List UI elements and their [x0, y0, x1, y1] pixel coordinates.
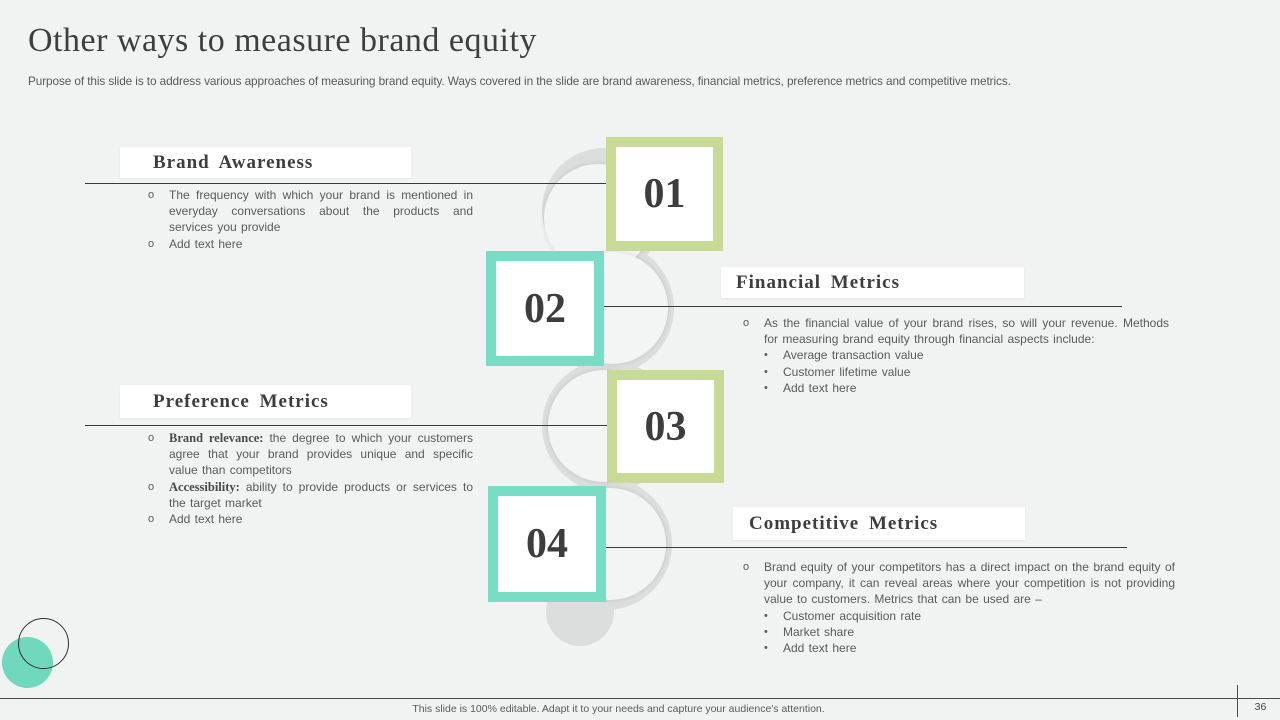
section-bullets-competitive-metrics: o Brand equity of your competitors has a… [743, 559, 1175, 656]
bullet-item: o Brand relevance: the degree to which y… [148, 430, 473, 479]
section-bullets-brand-awareness: o The frequency with which your brand is… [148, 187, 473, 252]
section-title-preference-metrics: Preference Metrics [120, 385, 411, 418]
section-title-brand-awareness: Brand Awareness [120, 147, 411, 178]
footer-divider-line [0, 698, 1280, 700]
sub-bullet-text: Add text here [783, 380, 857, 395]
sub-bullet-item: • Add text here [764, 380, 1169, 396]
bullet-marker: o [148, 189, 155, 201]
bullet-text: Add text here [169, 512, 243, 527]
section-title-label: Brand Awareness [153, 151, 314, 173]
sub-bullet-item: • Average transaction value [764, 347, 1169, 363]
bullet-text: As the financial value of your brand ris… [764, 316, 1169, 347]
page-number: 36 [1254, 701, 1267, 713]
bullet-marker: o [148, 513, 155, 526]
step-number-04: 04 [526, 521, 568, 567]
connector-line-brand-awareness [85, 183, 606, 185]
footer-vertical-divider [1237, 685, 1239, 717]
connector-line-preference-metrics [85, 425, 607, 427]
bullet-marker: o [743, 317, 750, 329]
bullet-marker: o [148, 480, 155, 493]
sub-bullet-item: • Customer lifetime value [764, 364, 1169, 380]
section-bullets-preference-metrics: o Brand relevance: the degree to which y… [148, 430, 473, 527]
sub-bullet-marker: • [764, 625, 768, 638]
sub-bullet-item: • Market share [764, 624, 1175, 640]
connector-line-financial-metrics [603, 306, 1122, 308]
section-title-label: Preference Metrics [153, 390, 329, 412]
bullet-item: o The frequency with which your brand is… [148, 187, 473, 236]
bullet-text: Add text here [169, 236, 243, 251]
step-box-03: 03 [607, 370, 724, 483]
sub-bullet-text: Customer lifetime value [783, 364, 911, 379]
bullet-text: Accessibility: ability to provide produc… [169, 479, 473, 510]
section-bullets-financial-metrics: o As the financial value of your brand r… [743, 315, 1169, 396]
sub-bullet-marker: • [764, 642, 768, 655]
sub-bullet-item: • Add text here [764, 640, 1175, 656]
bullet-lead: Accessibility: [169, 479, 240, 494]
bullet-item: o Add text here [148, 511, 473, 527]
decor-outline-circle [18, 618, 69, 669]
sub-bullet-text: Add text here [783, 641, 857, 656]
step-number-02: 02 [524, 285, 566, 332]
bullet-marker: o [148, 237, 155, 250]
step-number-03: 03 [644, 403, 687, 450]
connector-line-competitive-metrics [605, 547, 1127, 549]
sub-bullet-marker: • [764, 609, 768, 622]
bullet-marker: o [148, 432, 155, 444]
section-title-financial-metrics: Financial Metrics [721, 267, 1024, 298]
footer-note: This slide is 100% editable. Adapt it to… [412, 703, 825, 715]
bullet-text: Brand equity of your competitors has a d… [764, 560, 1175, 607]
bullet-item: o Accessibility: ability to provide prod… [148, 479, 473, 511]
bullet-text: Brand relevance: the degree to which you… [169, 431, 473, 478]
section-title-competitive-metrics: Competitive Metrics [733, 507, 1025, 540]
slide-title: Other ways to measure brand equity [28, 22, 537, 59]
bullet-text: The frequency with which your brand is m… [169, 188, 473, 235]
sub-bullet-text: Market share [783, 624, 855, 639]
step-box-04: 04 [488, 486, 606, 602]
sub-bullet-item: • Customer acquisition rate [764, 608, 1175, 624]
bullet-item: o Add text here [148, 236, 473, 252]
step-number-01: 01 [643, 171, 686, 217]
sub-bullet-marker: • [764, 349, 768, 362]
bullet-marker: o [743, 561, 750, 573]
sub-bullet-marker: • [764, 365, 768, 378]
section-title-label: Competitive Metrics [749, 512, 939, 534]
sub-bullet-marker: • [764, 381, 768, 394]
section-title-label: Financial Metrics [736, 271, 900, 293]
sub-bullet-text: Average transaction value [783, 348, 924, 363]
slide-subtitle: Purpose of this slide is to address vari… [28, 74, 1011, 88]
sub-bullet-text: Customer acquisition rate [783, 608, 922, 623]
bullet-item: o As the financial value of your brand r… [743, 315, 1169, 347]
bullet-item: o Brand equity of your competitors has a… [743, 559, 1175, 608]
bullet-lead: Brand relevance: [169, 431, 264, 445]
step-box-02: 02 [486, 251, 604, 366]
step-box-01: 01 [606, 137, 723, 251]
